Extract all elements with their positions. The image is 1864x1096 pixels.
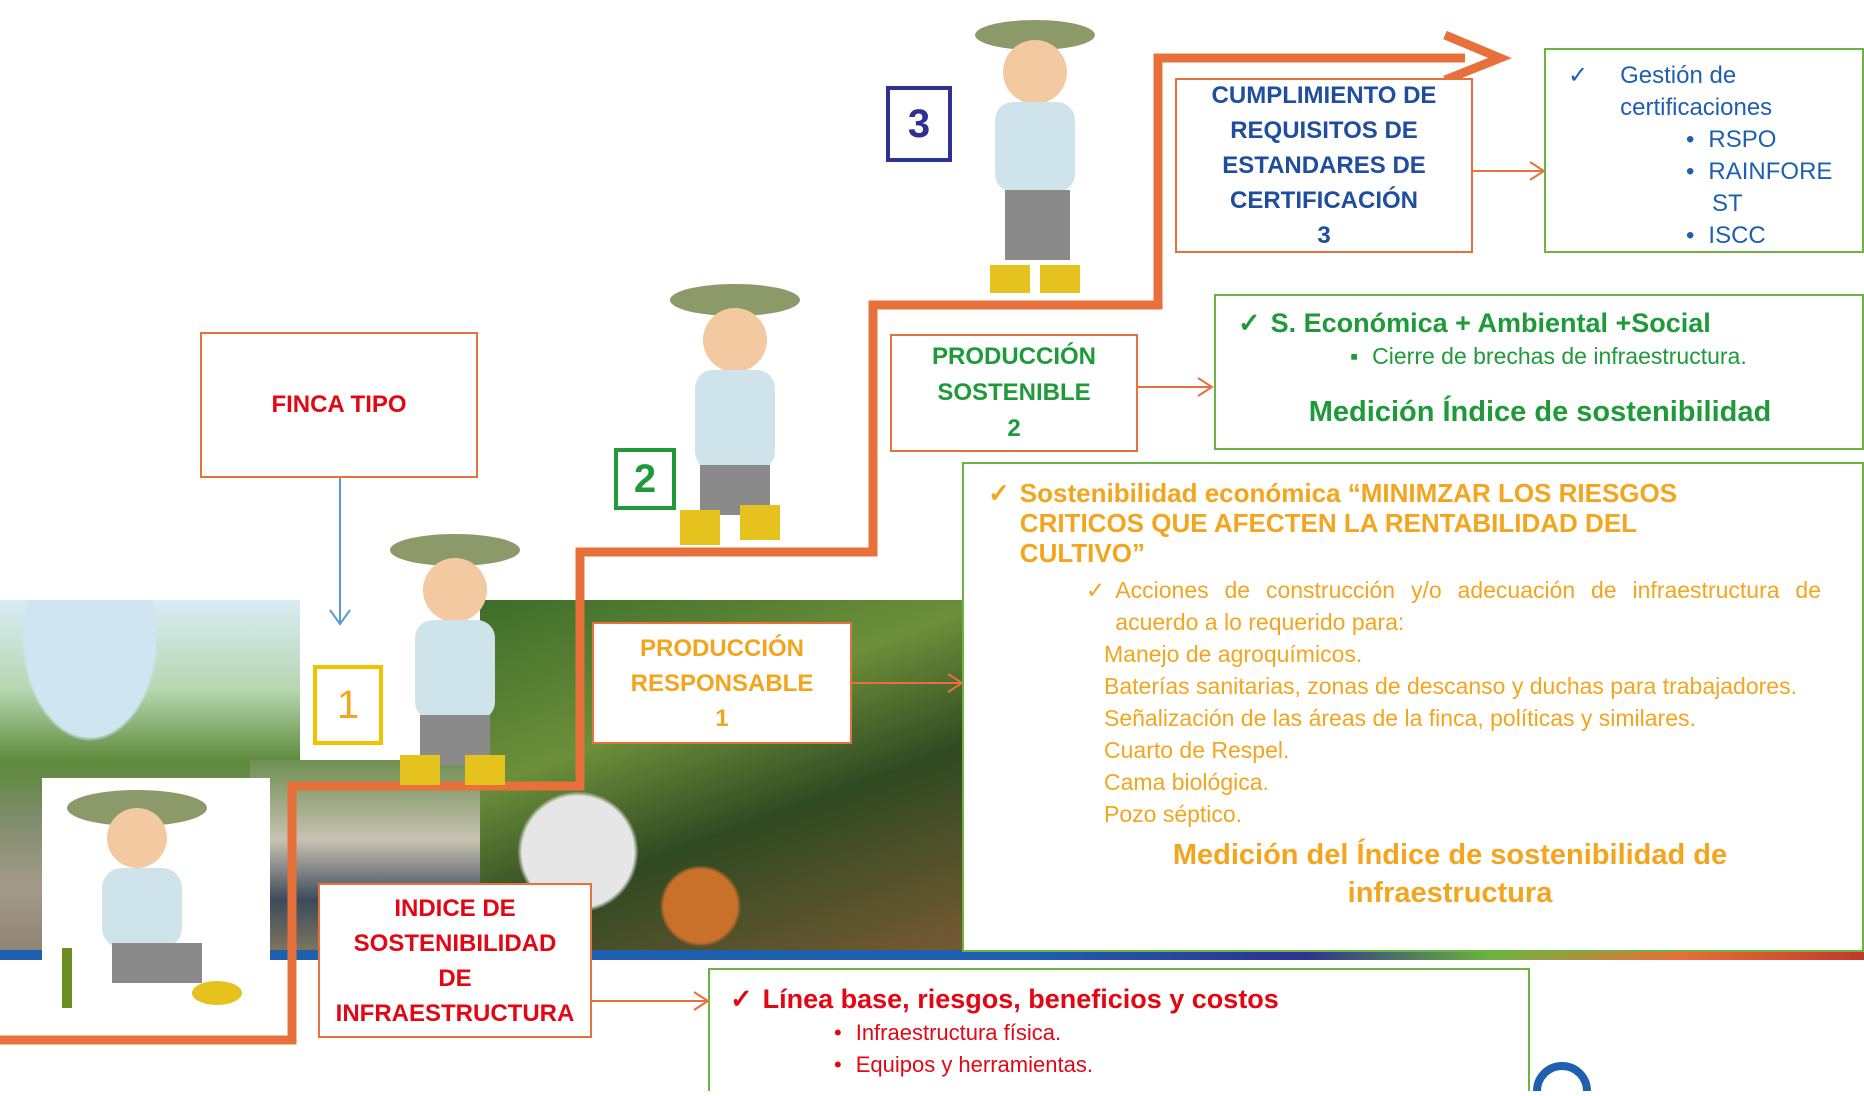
- farmer-thumbs-up-illustration: [950, 10, 1120, 295]
- linea-base-heading: Línea base, riesgos, beneficios y costos: [730, 984, 1528, 1015]
- step3-line-1: CUMPLIMIENTO DE: [1211, 82, 1437, 109]
- farmer-planting-illustration: [42, 778, 270, 1021]
- finca-tipo-box: FINCA TIPO: [200, 332, 478, 478]
- medicion-sostenibilidad-footer: Medición Índice de sostenibilidad: [1308, 396, 1772, 428]
- certificacion-item: RSPO: [1686, 124, 1862, 156]
- linea-base-list: Infraestructura física. Equipos y herram…: [834, 1017, 1528, 1081]
- cierre-brechas-item: Cierre de brechas de infraestructura.: [1350, 343, 1862, 370]
- farmer-pointing-illustration: [360, 505, 535, 790]
- step-badge-3: 3: [886, 86, 952, 162]
- step-badge-2: 2: [614, 448, 676, 510]
- certificacion-item: RAINFORE: [1686, 156, 1862, 188]
- step1-line-1: PRODUCCIÓN: [639, 634, 804, 662]
- step2-line-3: 2: [1007, 415, 1021, 442]
- step0-line-1: INDICE DE: [394, 894, 516, 922]
- finca-tipo-label: FINCA TIPO: [271, 391, 407, 418]
- acciones-list: Manejo de agroquímicos. Baterías sanitar…: [1104, 638, 1849, 830]
- step3-line-5: 3: [1317, 222, 1331, 249]
- acciones-item: Baterías sanitarias, zonas de descanso y…: [1104, 673, 1797, 699]
- bottom-color-bar: [0, 950, 1864, 960]
- certificacion-item: ISCC: [1686, 220, 1862, 252]
- step3-line-2: REQUISITOS DE: [1230, 117, 1418, 144]
- step2-line-1: PRODUCCIÓN: [931, 343, 1096, 370]
- linea-base-box: Línea base, riesgos, beneficios y costos…: [708, 968, 1530, 1091]
- gestion-certificaciones-heading: Gestión de certificaciones: [1568, 60, 1862, 124]
- sostenibilidad-economica-heading: Sostenibilidad económica “MINIMZAR LOS R…: [988, 478, 1852, 568]
- acciones-item: Manejo de agroquímicos.: [1104, 641, 1363, 667]
- acciones-item: Cuarto de Respel.: [1104, 737, 1290, 763]
- acciones-item: Señalización de las áreas de la finca, p…: [1104, 705, 1696, 731]
- linea-base-item: Infraestructura física.: [834, 1017, 1528, 1049]
- linea-base-item: Equipos y herramientas.: [834, 1049, 1528, 1081]
- sostenibilidad-integral-heading: S. Económica + Ambiental +Social: [1238, 308, 1862, 339]
- acciones-subheading: Acciones de construcción y/o adecuación …: [1086, 574, 1821, 638]
- acciones-item: Cama biológica.: [1104, 769, 1269, 795]
- step1-line-2: RESPONSABLE: [630, 669, 814, 697]
- step0-line-2: SOSTENIBILIDAD: [353, 929, 557, 957]
- step3-line-4: CERTIFICACIÓN: [1230, 187, 1418, 214]
- acciones-item: Pozo séptico.: [1104, 801, 1243, 827]
- cumplimiento-certificacion-box: CUMPLIMIENTO DE REQUISITOS DE ESTANDARES…: [1175, 78, 1473, 253]
- gestion-certificaciones-box: Gestión de certificaciones RSPO RAINFORE…: [1544, 48, 1864, 253]
- step0-line-4: INFRAESTRUCTURA: [335, 999, 575, 1027]
- indice-infraestructura-box: INDICE DE SOSTENIBILIDAD DE INFRAESTRUCT…: [318, 883, 592, 1038]
- step3-line-3: ESTANDARES DE: [1222, 152, 1426, 179]
- sostenibilidad-integral-box: S. Económica + Ambiental +Social Cierre …: [1214, 294, 1864, 450]
- certificacion-item-continued: ST: [1712, 190, 1743, 217]
- produccion-responsable-box: PRODUCCIÓN RESPONSABLE 1: [592, 622, 852, 744]
- partial-logo-icon: [1532, 1055, 1592, 1092]
- medicion-infraestructura-footer: Medición del Índice de sostenibilidad de…: [1172, 839, 1728, 909]
- step-badge-1: 1: [313, 665, 383, 745]
- farmer-walking-illustration: [640, 270, 815, 555]
- produccion-sostenible-box: PRODUCCIÓN SOSTENIBLE 2: [890, 334, 1138, 452]
- step0-line-3: DE: [438, 964, 472, 992]
- step1-line-3: 1: [715, 704, 729, 732]
- step2-line-2: SOSTENIBLE: [937, 379, 1091, 406]
- sostenibilidad-economica-box: Sostenibilidad económica “MINIMZAR LOS R…: [962, 462, 1864, 952]
- certificaciones-list: RSPO RAINFORE ST ISCC: [1686, 124, 1862, 252]
